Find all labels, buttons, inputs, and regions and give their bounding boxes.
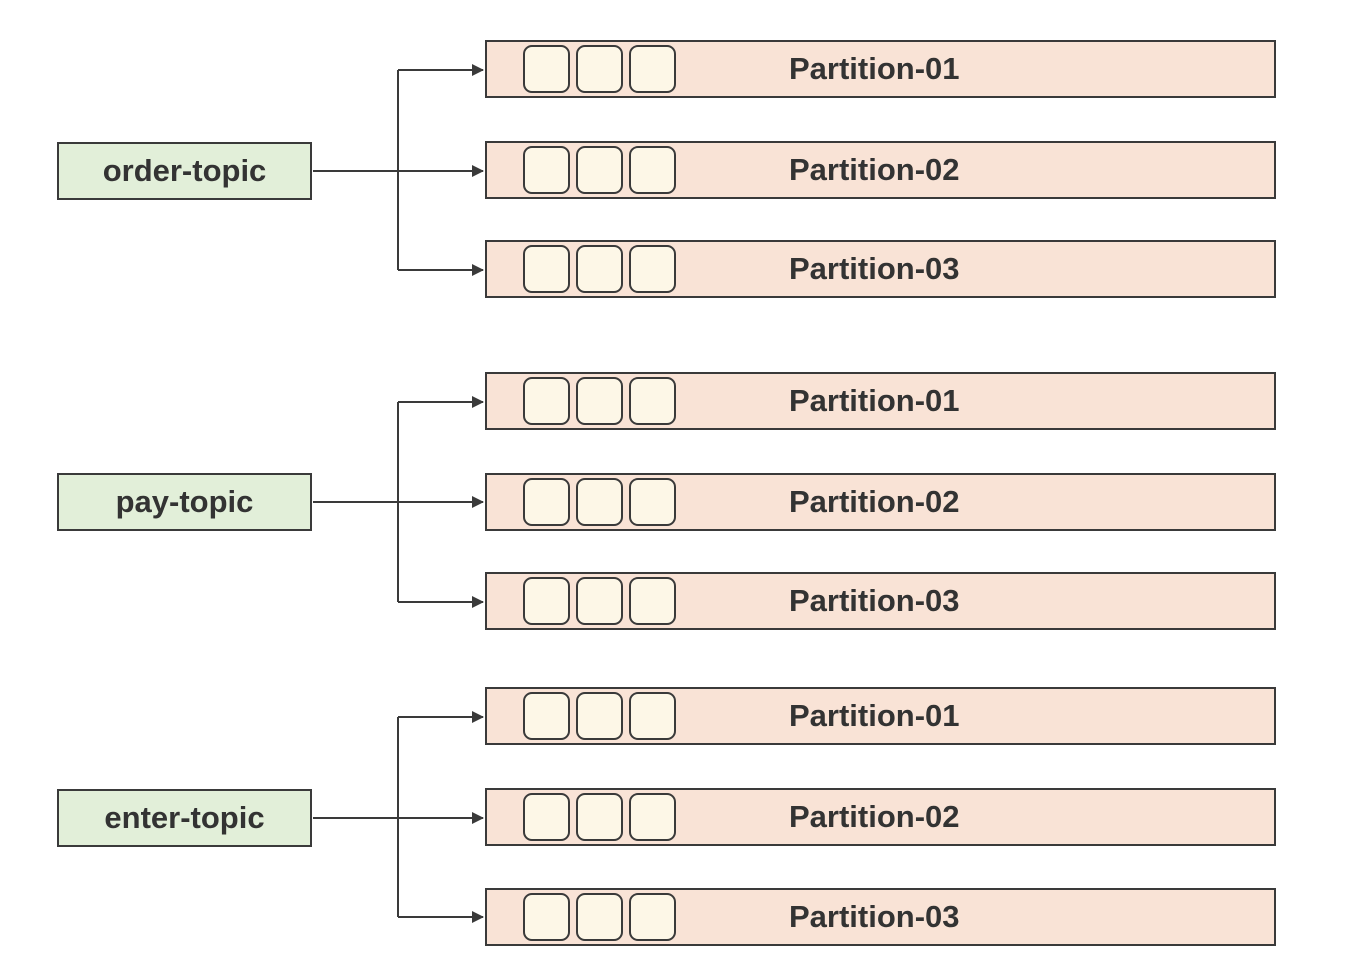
- partition-box: Partition-02: [485, 788, 1276, 846]
- partition-box: Partition-02: [485, 473, 1276, 531]
- message-slot: [523, 245, 570, 293]
- message-slot: [629, 377, 676, 425]
- partition-box: Partition-02: [485, 141, 1276, 199]
- message-slot: [576, 377, 623, 425]
- partition-label: Partition-01: [789, 698, 960, 733]
- partition-label: Partition-02: [789, 484, 960, 519]
- message-slot: [629, 577, 676, 625]
- message-slot: [629, 245, 676, 293]
- partition-box: Partition-01: [485, 40, 1276, 98]
- message-slot: [576, 245, 623, 293]
- message-slot: [629, 45, 676, 93]
- partition-label: Partition-01: [789, 383, 960, 418]
- message-slot: [523, 893, 570, 941]
- message-slot: [576, 692, 623, 740]
- topic-box-enter: enter-topic: [57, 789, 312, 847]
- message-slot: [629, 893, 676, 941]
- message-slot: [523, 146, 570, 194]
- message-slot: [576, 577, 623, 625]
- message-slot: [523, 793, 570, 841]
- partition-box: Partition-03: [485, 572, 1276, 630]
- message-slot: [629, 146, 676, 194]
- message-slot: [576, 478, 623, 526]
- partition-label: Partition-02: [789, 152, 960, 187]
- topic-label: enter-topic: [104, 800, 265, 835]
- partition-box: Partition-01: [485, 687, 1276, 745]
- message-slot: [576, 793, 623, 841]
- message-slot: [576, 146, 623, 194]
- message-slot: [523, 692, 570, 740]
- topic-box-pay: pay-topic: [57, 473, 312, 531]
- topic-box-order: order-topic: [57, 142, 312, 200]
- message-slot: [523, 377, 570, 425]
- topic-label: order-topic: [102, 153, 267, 188]
- partition-label: Partition-02: [789, 799, 960, 834]
- order-topic-connectors: [313, 64, 484, 276]
- message-slot: [523, 45, 570, 93]
- partition-label: Partition-01: [789, 51, 960, 86]
- partition-box: Partition-03: [485, 240, 1276, 298]
- topic-label: pay-topic: [115, 484, 254, 519]
- message-slot: [523, 577, 570, 625]
- partition-box: Partition-01: [485, 372, 1276, 430]
- message-slot: [576, 893, 623, 941]
- pay-topic-connectors: [313, 396, 484, 608]
- partition-box: Partition-03: [485, 888, 1276, 946]
- partition-label: Partition-03: [789, 251, 960, 286]
- message-slot: [629, 793, 676, 841]
- message-slot: [629, 692, 676, 740]
- enter-topic-connectors: [313, 711, 484, 923]
- message-slot: [523, 478, 570, 526]
- message-slot: [629, 478, 676, 526]
- message-slot: [576, 45, 623, 93]
- partition-label: Partition-03: [789, 583, 960, 618]
- partition-label: Partition-03: [789, 899, 960, 934]
